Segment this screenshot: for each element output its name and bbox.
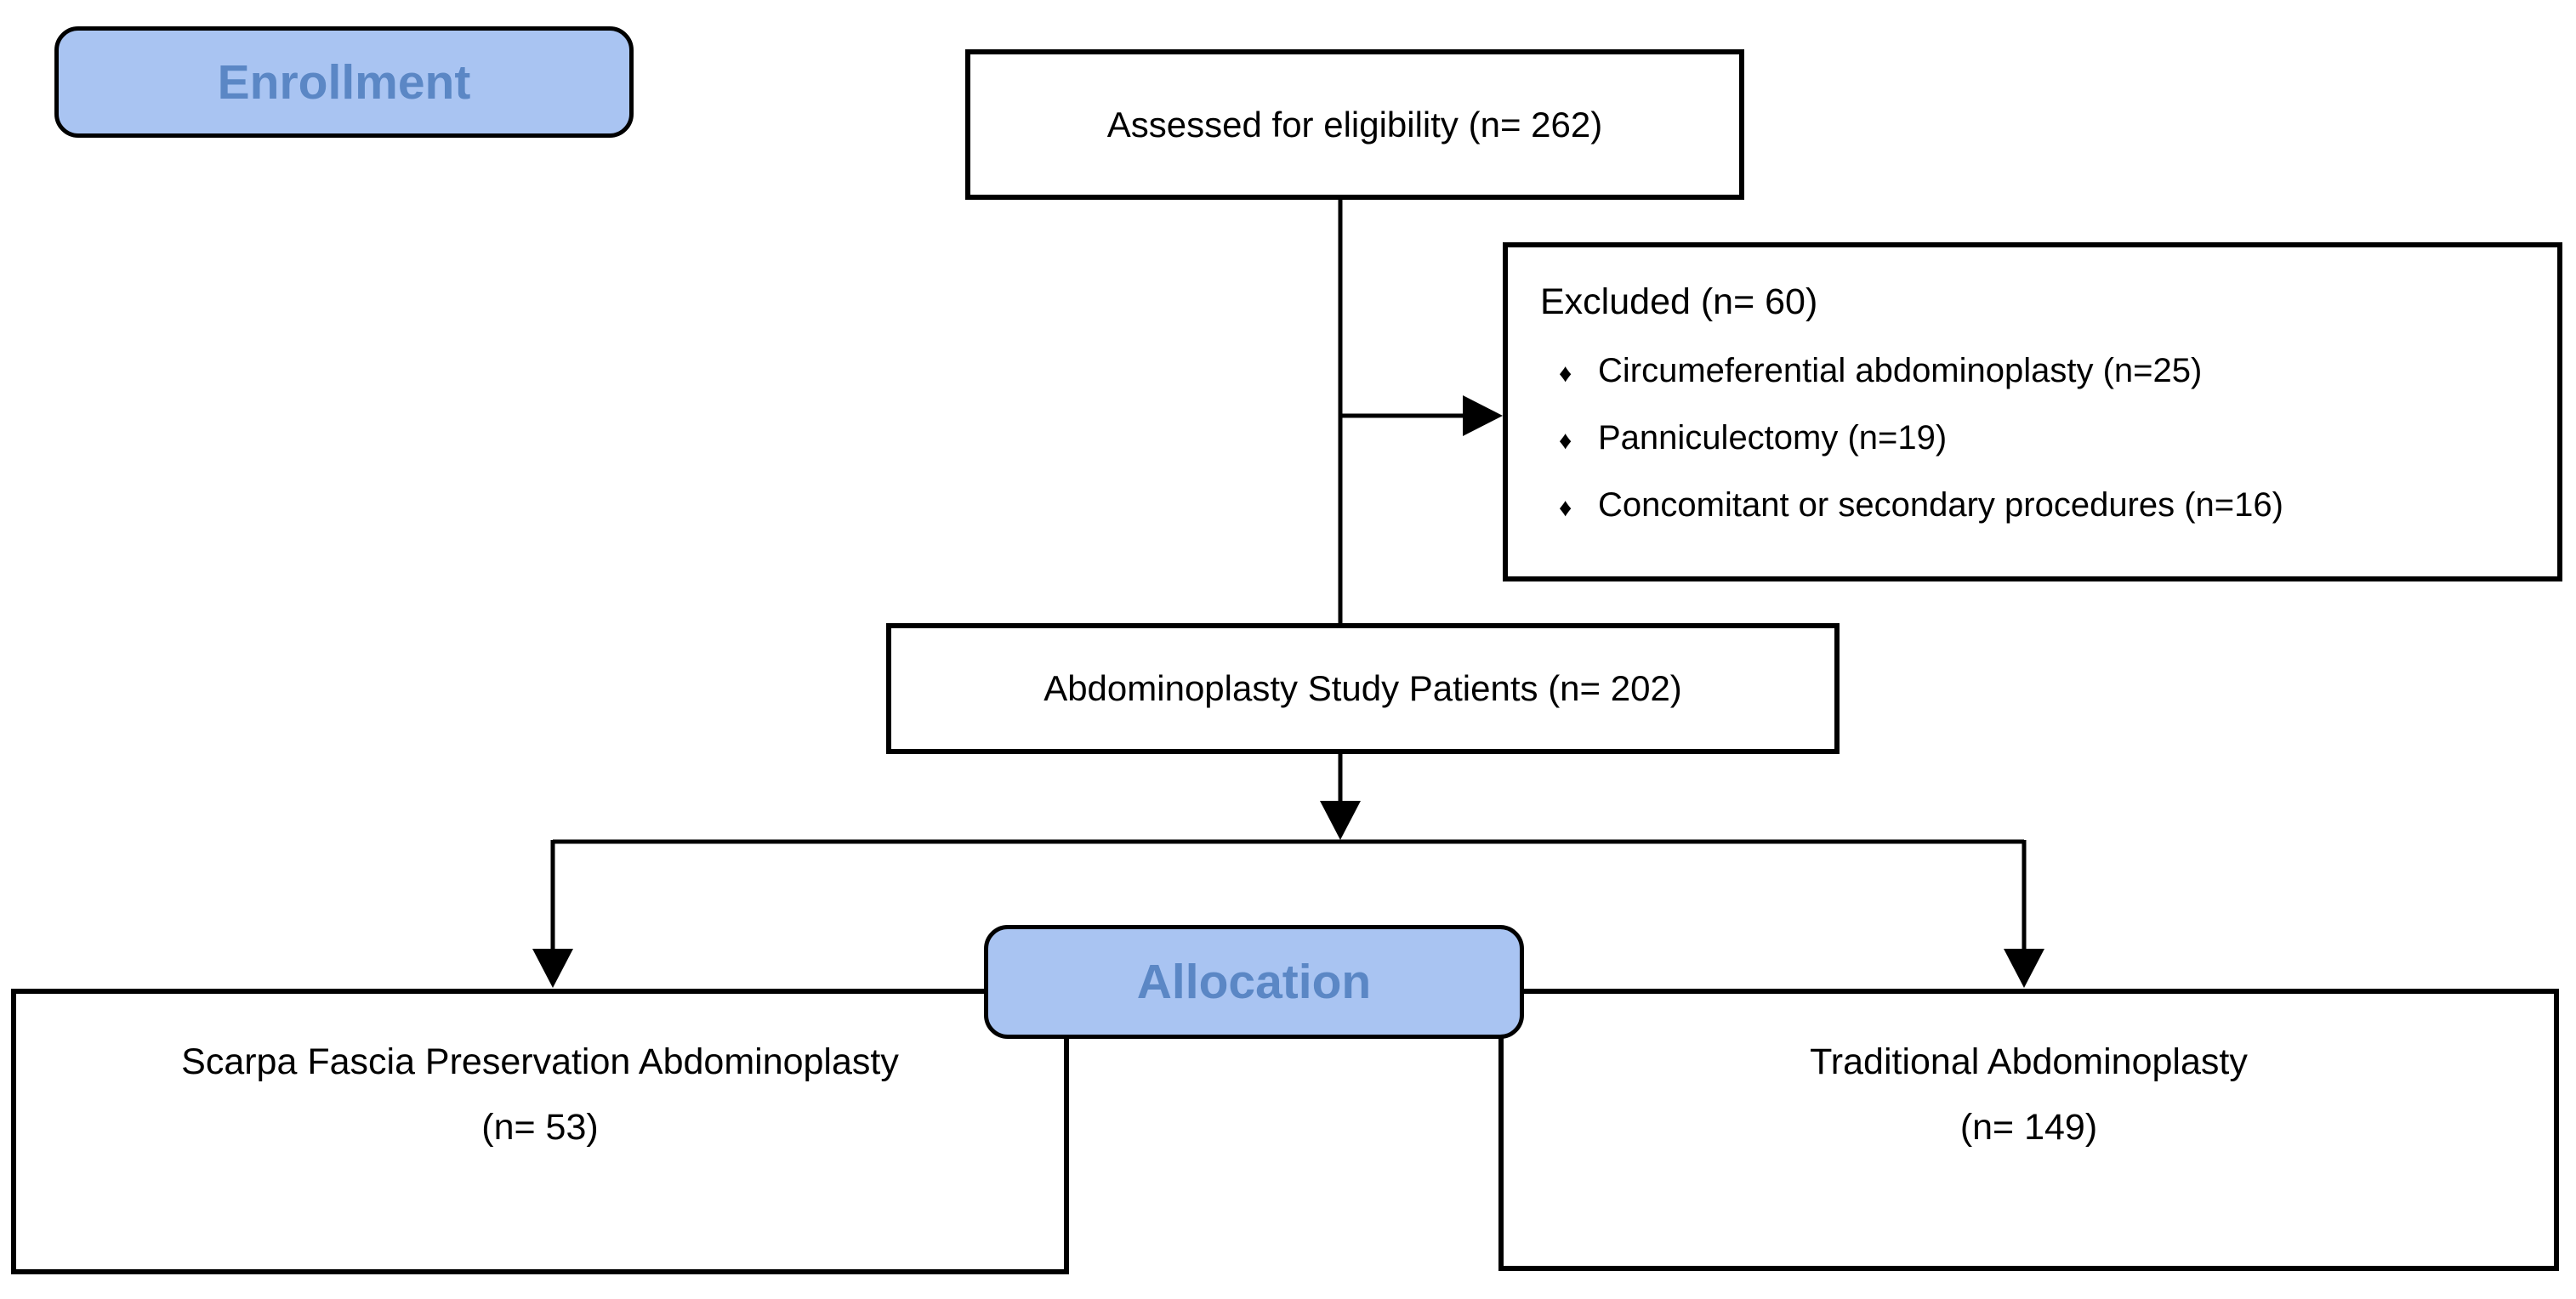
allocation-label-text: Allocation: [1136, 955, 1372, 1009]
diamond-bullet-icon: ♦: [1559, 427, 1572, 455]
arrowhead-split-icon: [1320, 801, 1361, 840]
right-arm-title: Traditional Abdominoplasty: [1810, 1041, 2248, 1082]
study-patients-box: Abdominoplasty Study Patients (n= 202): [886, 623, 1840, 754]
arrowhead-right-arm-icon: [2004, 949, 2044, 988]
excluded-title: Excluded (n= 60): [1540, 281, 1818, 322]
excluded-item: ♦ Circumeferential abdominoplasty (n=25): [1540, 352, 2532, 390]
study-patients-text: Abdominoplasty Study Patients (n= 202): [1043, 668, 1682, 708]
assessed-text: Assessed for eligibility (n= 262): [1106, 104, 1603, 145]
enrollment-label-text: Enrollment: [217, 54, 471, 110]
stage-label-enrollment: Enrollment: [54, 26, 634, 138]
excluded-item-text: Circumeferential abdominoplasty (n=25): [1598, 352, 2203, 389]
right-arm-count: (n= 149): [1959, 1107, 2098, 1148]
diamond-bullet-icon: ♦: [1559, 360, 1572, 388]
traditional-arm-box: Traditional Abdominoplasty (n= 149): [1498, 989, 2559, 1271]
left-arm-title: Scarpa Fascia Preservation Abdominoplast…: [181, 1041, 899, 1082]
excluded-item-text: Panniculectomy (n=19): [1598, 419, 1948, 457]
diamond-bullet-icon: ♦: [1559, 494, 1572, 522]
scarpa-fascia-arm-box: Scarpa Fascia Preservation Abdominoplast…: [11, 989, 1069, 1274]
excluded-item: ♦ Panniculectomy (n=19): [1540, 419, 2532, 457]
excluded-item: ♦ Concomitant or secondary procedures (n…: [1540, 486, 2532, 525]
excluded-item-text: Concomitant or secondary procedures (n=1…: [1598, 486, 2283, 524]
assessed-for-eligibility-box: Assessed for eligibility (n= 262): [965, 49, 1744, 200]
stage-label-allocation: Allocation: [984, 925, 1524, 1039]
left-arm-count: (n= 53): [481, 1107, 599, 1148]
arrowhead-left-arm-icon: [532, 949, 573, 988]
arrowhead-excluded-icon: [1463, 395, 1503, 436]
excluded-box: Excluded (n= 60) ♦ Circumeferential abdo…: [1503, 242, 2562, 581]
